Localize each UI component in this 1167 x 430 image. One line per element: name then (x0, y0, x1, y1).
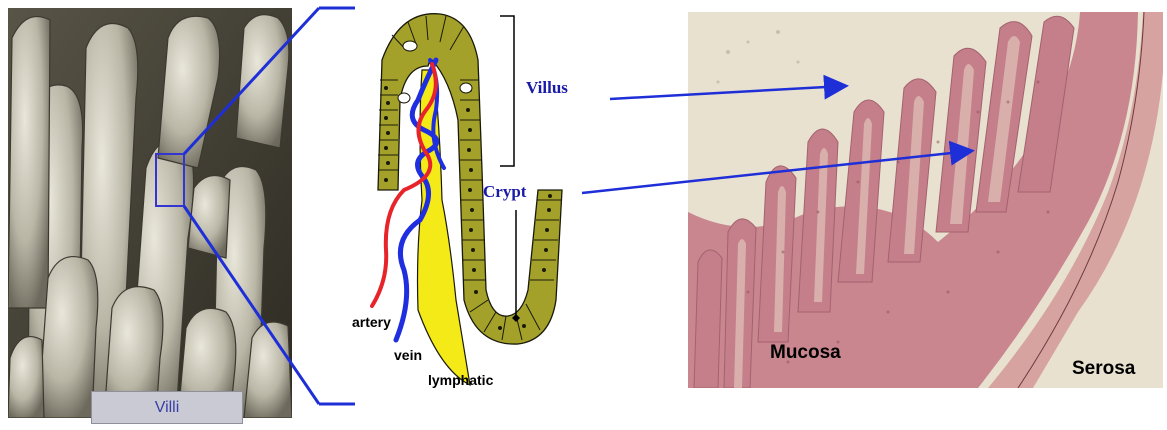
histology-micrograph (688, 12, 1163, 388)
villus-crypt-drawing (300, 0, 620, 425)
sem-villi-image: Villi (8, 8, 292, 418)
serosa-label: Serosa (1072, 358, 1135, 380)
villi-badge: Villi (91, 391, 243, 424)
histology-image: Mucosa Serosa (688, 12, 1163, 388)
crypt-label: Crypt (483, 182, 526, 202)
villus-bracket (500, 16, 514, 166)
artery-label: artery (352, 314, 391, 330)
lymphatic-label: lymphatic (428, 372, 493, 388)
vein-label: vein (394, 347, 422, 363)
villus-label: Villus (526, 78, 568, 98)
mucosa-label: Mucosa (770, 342, 841, 364)
villi-badge-label: Villi (155, 399, 180, 417)
villi-photo (8, 8, 292, 418)
villus-schematic: Villus Crypt artery vein lymphatic (300, 0, 620, 425)
